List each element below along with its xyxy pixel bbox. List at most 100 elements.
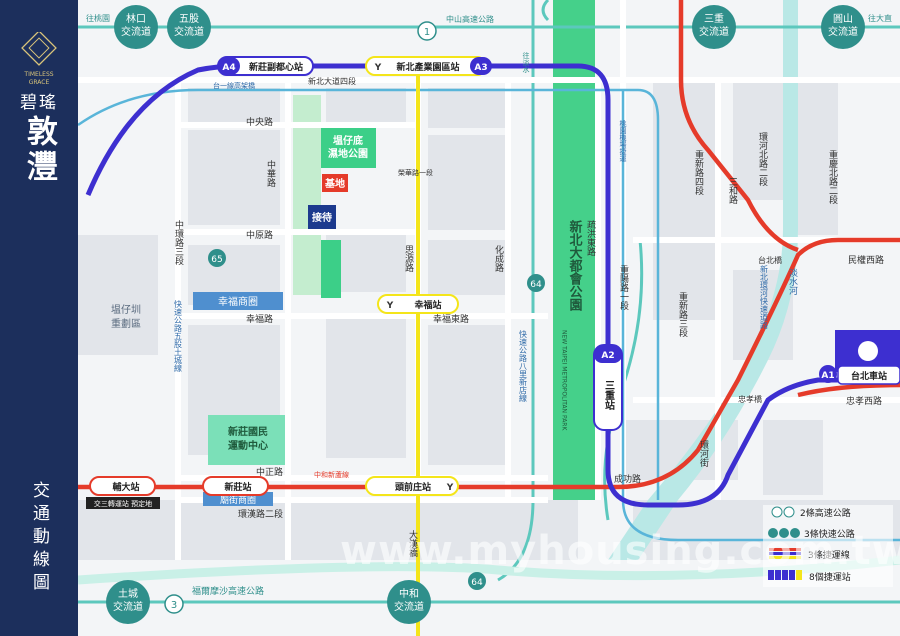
site-marker[interactable] [322, 174, 348, 192]
svg-text:A1: A1 [821, 371, 834, 381]
legend: 2條高速公路 3條快速公路 3條捷運線 8個捷運站 [763, 505, 893, 587]
station-xinzhuang[interactable]: 新莊站 [202, 476, 269, 496]
hwy1-badge: 1 [417, 21, 437, 41]
minquan-west-label: 民權西路 [848, 254, 884, 266]
legend-mrt-lines: 3條捷運線 [808, 549, 850, 561]
yuanshan-label-2: 交流道 [828, 25, 858, 38]
danshui-river-label: 淡水河 [787, 268, 798, 295]
zhonghua-road-label: 中華路 [265, 159, 276, 188]
zhonghe-badge[interactable] [387, 580, 431, 624]
linkou-label-1: 林口 [126, 12, 146, 25]
svg-text:65: 65 [211, 255, 222, 265]
linkou-label-2: 交流道 [121, 25, 151, 38]
yuanshan-badge[interactable] [821, 5, 865, 49]
wugu-label-2: 交流道 [174, 25, 204, 38]
svg-text:A2: A2 [601, 351, 614, 361]
sanchong-badge[interactable] [692, 5, 736, 49]
xinbei-blvd4-label: 新北大道四段 [308, 76, 356, 86]
station-touqianzhuang[interactable]: 頭前庄站 Y [365, 476, 459, 496]
to-taoyuan-label: 往桃園 [86, 13, 110, 23]
shuhong-east-label: 疏洪東路 [585, 219, 596, 257]
huanhe-street-label: 環河街 [698, 440, 709, 468]
xinbei-huanhe-express-label: 新北環河快速道路 [760, 264, 769, 329]
wetland-park-label: 塭仔底 濕地公園 [328, 134, 368, 160]
chongxin4-label: 重新路四段 [693, 149, 704, 196]
svg-text:運動中心: 運動中心 [228, 439, 268, 452]
brand-en-1: TIMELESS [23, 71, 53, 78]
svg-text:Y: Y [374, 63, 382, 73]
svg-text:A3: A3 [474, 63, 487, 73]
station-a2[interactable]: A2 三重站 [593, 344, 623, 431]
park-label: 新北大都會公園 [567, 219, 584, 312]
station-a4[interactable]: A4 新莊副都心站 [217, 56, 314, 76]
zhongyang-road-label: 中央路 [246, 116, 273, 128]
brand-line1: 碧瑤 [20, 93, 58, 113]
dahan-bridge-label: 大漢橋 [407, 529, 418, 558]
svg-text:重劃區: 重劃區 [111, 317, 141, 330]
svg-text:濕地公園: 濕地公園 [328, 147, 368, 160]
tucheng-badge[interactable] [106, 580, 150, 624]
airport-mrt-label: 桃園機場捷運 [619, 119, 627, 163]
sanhe-road-label: 三和路 [727, 177, 738, 205]
station-fuda[interactable]: 輔大站 交三轉運站 預定地 [86, 476, 160, 509]
interchange-badges: 林口 交流道 五股 交流道 三重 交流道 圓山 交流道 土城 交流道 中和 交流… [106, 5, 865, 624]
xingfu-road-label: 幸福路 [246, 313, 273, 325]
svg-text:三重站: 三重站 [603, 380, 615, 411]
map-canvas: 林口 交流道 五股 交流道 三重 交流道 圓山 交流道 土城 交流道 中和 交流… [77, 0, 900, 636]
xingfu-mall-label: 幸福商圈 [218, 295, 258, 308]
wetland-park [321, 128, 376, 168]
svg-text:Y: Y [446, 483, 454, 493]
zhongzheng-road-label: 中正路 [256, 466, 283, 478]
site-label: 基地 [324, 177, 345, 190]
legend-hwy: 2條高速公路 [800, 507, 851, 519]
sports-center-label: 新莊國民 運動中心 [228, 425, 268, 452]
to-danshui-label: 往淡水 [522, 51, 530, 73]
svg-text:輔大站: 輔大站 [112, 481, 139, 493]
svg-text:頭前庄站: 頭前庄站 [395, 481, 431, 493]
city-blocks [78, 80, 900, 560]
brand-sidebar: TIMELESS GRACE 碧瑤 敦灃 交通動線圖 [0, 0, 78, 636]
hwy65-badge: 65 [208, 249, 226, 267]
zhonghe-label-2: 交流道 [394, 600, 424, 613]
xingfu-east-road-label: 幸福東路 [433, 313, 469, 325]
svg-text:塭仔圳: 塭仔圳 [111, 304, 141, 316]
svg-text:新莊國民: 新莊國民 [228, 425, 268, 438]
linkou-badge[interactable] [114, 5, 158, 49]
reception-marker[interactable] [308, 205, 336, 229]
svg-text:1: 1 [424, 27, 430, 38]
chongyang1-label: 重陽路一段 [618, 264, 629, 311]
zhonghuan3-label: 中環路三段 [173, 219, 184, 266]
station-a1[interactable]: A1 台北車站 [819, 330, 900, 385]
siyuan-road-label: 思源路 [403, 245, 414, 273]
svg-text:64: 64 [530, 280, 542, 290]
station-a3[interactable]: Y 新北產業園區站 A3 [365, 56, 492, 76]
hwy64-badge-b: 64 [468, 572, 486, 590]
hwy3-badge: 3 [164, 594, 184, 614]
wugu-badge[interactable] [167, 5, 211, 49]
brand-en-2: GRACE [29, 79, 50, 86]
wugu-label-1: 五股 [179, 13, 199, 25]
zhongyuan-road-label: 中原路 [246, 229, 273, 241]
zhonghe-label-1: 中和 [399, 587, 419, 600]
chenggong-road-label: 成功路 [614, 473, 641, 485]
svg-text:幸福站: 幸福站 [414, 299, 441, 311]
huanhe-north2-label: 環河北路二段 [757, 132, 768, 187]
tucheng-label-2: 交流道 [113, 600, 143, 613]
danshui-river [608, 0, 798, 560]
blue-airport-mrt [85, 63, 900, 508]
huacheng-road-label: 化成路 [493, 244, 504, 273]
yuanshan-label-1: 圓山 [833, 13, 853, 25]
miaojie-label: 廟街商圈 [220, 494, 256, 506]
station-xingfu[interactable]: Y 幸福站 [377, 294, 459, 314]
zhonghe-xinlu-label: 中和新蘆線 [314, 470, 349, 479]
svg-text:新莊副都心站: 新莊副都心站 [249, 61, 303, 73]
formosa-hwy-label: 福爾摩沙高速公路 [192, 585, 264, 597]
zhongshan-hwy-label: 中山高速公路 [446, 14, 494, 24]
zhonggang-greenway [293, 95, 321, 295]
brand-line2: 敦灃 [21, 115, 57, 185]
taipei-bridge-label: 台北橋 [758, 255, 782, 265]
park-en-label: NEW TAIPEI METROPOLITAN PARK [561, 330, 568, 431]
tucheng-label-1: 土城 [118, 587, 138, 600]
brand-logo-icon: TIMELESS GRACE [21, 32, 57, 86]
